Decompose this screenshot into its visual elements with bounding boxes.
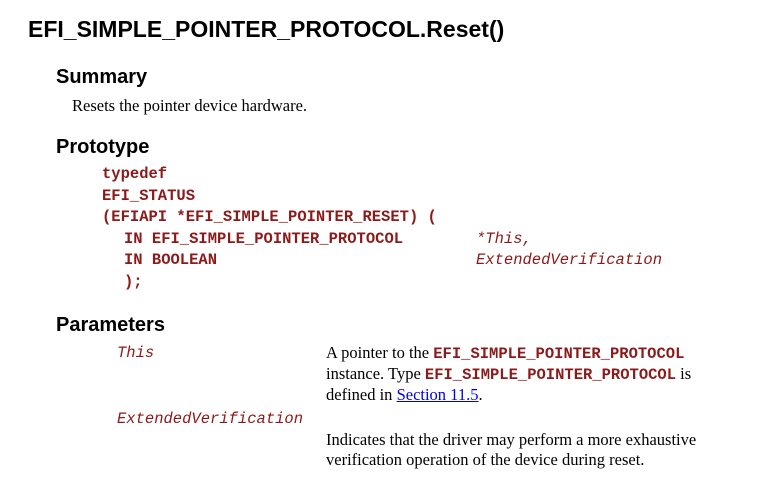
parameters-heading: Parameters [56, 314, 165, 336]
prototype-line-this-param: *This, [476, 230, 532, 248]
desc-text: A pointer to the [326, 343, 434, 362]
param-desc-this-line1: A pointer to the EFI_SIMPLE_POINTER_PROT… [326, 343, 766, 364]
desc-text: instance. Type [326, 364, 425, 383]
prototype-line-extended-param: ExtendedVerification [476, 251, 663, 269]
param-desc-ev-line1: Indicates that the driver may perform a … [326, 430, 697, 449]
param-desc-ev-line2: verification operation of the device dur… [326, 450, 645, 469]
page-title: EFI_SIMPLE_POINTER_PROTOCOL.Reset() [28, 16, 505, 42]
prototype-line-signature: (EFIAPI *EFI_SIMPLE_POINTER_RESET) ( [102, 208, 437, 226]
param-desc-this: A pointer to the EFI_SIMPLE_POINTER_PROT… [326, 343, 766, 405]
summary-heading: Summary [56, 66, 148, 88]
desc-text: . [478, 385, 483, 404]
prototype-line-this-type: IN EFI_SIMPLE_POINTER_PROTOCOL [124, 230, 404, 248]
param-name-extended-verification: ExtendedVerification [117, 410, 304, 428]
desc-text: is [676, 364, 692, 383]
param-name-this: This [117, 344, 155, 362]
prototype-line-return-type: EFI_STATUS [102, 187, 196, 205]
section-link[interactable]: Section 11.5 [396, 385, 479, 404]
desc-code: EFI_SIMPLE_POINTER_PROTOCOL [424, 366, 677, 384]
prototype-line-typedef: typedef [102, 165, 168, 183]
desc-text: defined in [326, 385, 397, 404]
param-desc-this-line2: instance. Type EFI_SIMPLE_POINTER_PROTOC… [326, 364, 766, 385]
param-desc-this-line3: defined in Section 11.5. [326, 385, 766, 405]
param-desc-extended-verification: Indicates that the driver may perform a … [326, 430, 766, 470]
prototype-line-close: ); [124, 273, 143, 291]
prototype-heading: Prototype [56, 136, 150, 158]
prototype-line-boolean-type: IN BOOLEAN [124, 251, 218, 269]
desc-code: EFI_SIMPLE_POINTER_PROTOCOL [433, 345, 685, 363]
summary-text: Resets the pointer device hardware. [72, 96, 308, 115]
